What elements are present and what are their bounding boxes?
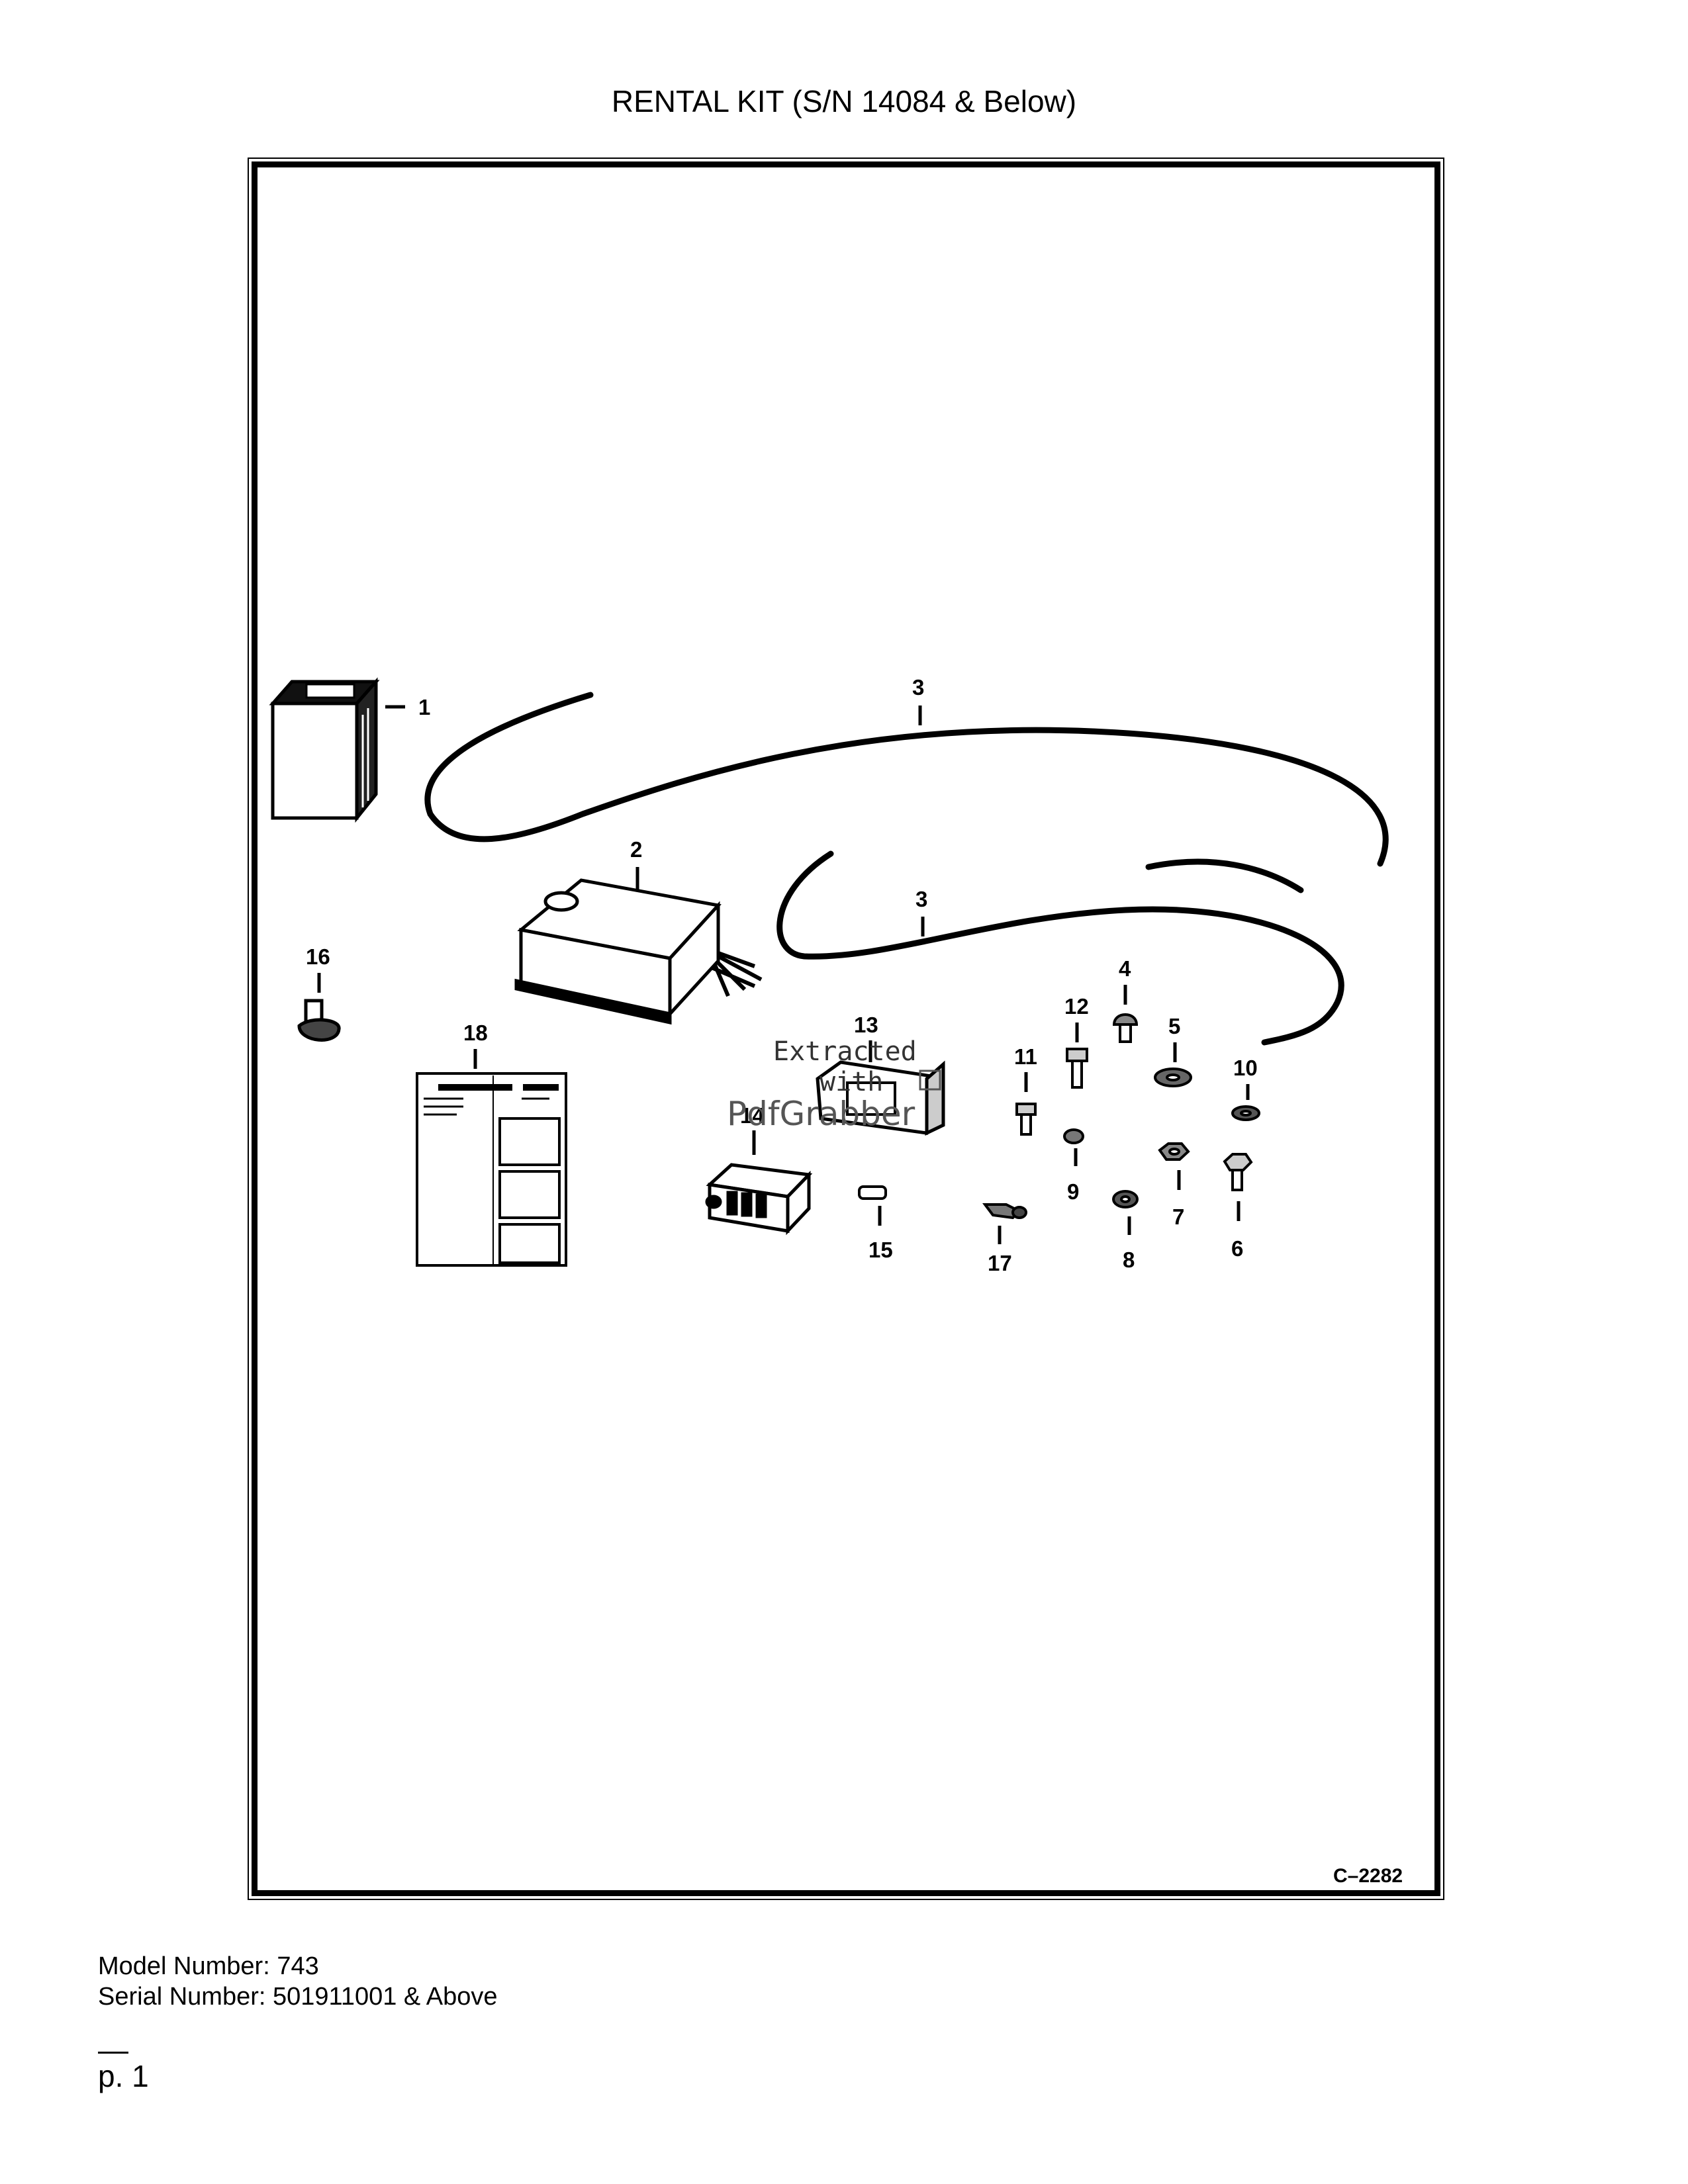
callout-15: 15: [868, 1238, 893, 1262]
part-15-connector: [858, 1185, 887, 1226]
callout-17: 17: [988, 1251, 1012, 1275]
callout-labels: 1 2 3 3 4 5 6 7 8 9 10 11 12 13 14 15 16…: [306, 675, 1258, 1275]
model-number: Model Number: 743: [98, 1952, 319, 1980]
callout-3-upper: 3: [912, 675, 924, 700]
part-14-relay: [705, 1130, 813, 1236]
page-number-rule: [98, 2052, 128, 2054]
figure-outer-border: [248, 158, 1444, 1900]
callout-10: 10: [1233, 1056, 1258, 1080]
part-18-instructions-sheet: [416, 1049, 567, 1267]
part-6-hex-bolt: [1223, 1153, 1253, 1221]
callout-2: 2: [630, 837, 642, 862]
callout-14: 14: [740, 1103, 765, 1128]
callout-6: 6: [1231, 1236, 1243, 1261]
callout-9: 9: [1067, 1179, 1079, 1204]
callout-4: 4: [1119, 956, 1131, 981]
part-8-flange-nut: [1112, 1190, 1139, 1235]
watermark-line-3: PdfGrabber: [727, 1095, 915, 1133]
callout-1: 1: [418, 695, 430, 719]
figure-border: [252, 161, 1440, 1896]
watermark-line-2: with: [820, 1067, 883, 1097]
part-9-nut: [1063, 1128, 1084, 1166]
part-10-lock-washer: [1231, 1084, 1260, 1121]
callout-8: 8: [1123, 1248, 1135, 1272]
part-4-carriage-bolt: [1112, 985, 1139, 1043]
part-3-wire-upper: [424, 692, 1389, 867]
part-1-control-box: [269, 677, 405, 823]
page-number: p. 1: [98, 2059, 149, 2093]
part-3-wire-upper-tail: [1145, 858, 1304, 893]
part-13-bracket: [816, 1040, 945, 1136]
callout-13: 13: [854, 1013, 878, 1037]
part-5-washer: [1154, 1042, 1192, 1087]
serial-number: Serial Number: 501911001 & Above: [98, 1983, 498, 2011]
callout-7: 7: [1172, 1205, 1184, 1229]
part-11-bolt: [1015, 1072, 1037, 1136]
pdfgrabber-watermark: Extracted with PdfGrabber: [727, 1036, 941, 1133]
part-3-wire-lower: [776, 850, 1344, 1046]
part-2-module-box: [514, 867, 763, 1025]
part-12-bolt: [1066, 1023, 1088, 1089]
callout-11: 11: [1014, 1044, 1037, 1069]
part-7-nut: [1158, 1142, 1190, 1190]
callout-3-lower: 3: [915, 887, 927, 911]
callout-16: 16: [306, 944, 330, 969]
callout-18: 18: [463, 1021, 488, 1045]
watermark-line-1: Extracted: [773, 1036, 917, 1067]
part-16-clip: [297, 973, 341, 1042]
page-title: RENTAL KIT (S/N 14084 & Below): [611, 84, 1077, 118]
watermark-logo-icon: [919, 1069, 941, 1091]
part-17-terminal: [982, 1203, 1027, 1244]
callout-12: 12: [1064, 994, 1089, 1019]
callout-5: 5: [1168, 1014, 1180, 1038]
figure-id: C–2282: [1333, 1865, 1403, 1887]
